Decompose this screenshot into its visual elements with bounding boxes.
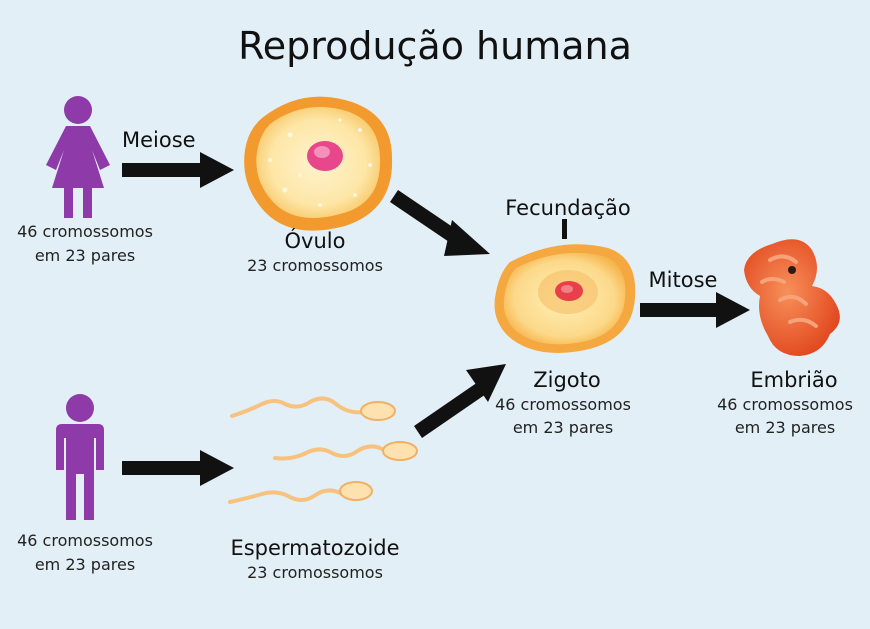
female-pairs: em 23 pares bbox=[34, 246, 136, 265]
zygote-name: Zigoto bbox=[533, 368, 601, 392]
mitose-arrow bbox=[640, 292, 750, 328]
embryo-name: Embrião bbox=[750, 368, 838, 392]
ovulo-name: Óvulo bbox=[284, 229, 346, 253]
ovum-icon bbox=[244, 96, 393, 231]
sperm-icon bbox=[230, 396, 396, 421]
male-person-icon bbox=[56, 394, 104, 520]
page-title: Reprodução humana bbox=[238, 24, 632, 68]
meiose-arrow bbox=[122, 152, 234, 188]
embryo-chromosomes: 46 cromossomos bbox=[717, 395, 853, 414]
sperm-icon bbox=[228, 481, 373, 504]
male-to-sperm-arrow bbox=[122, 450, 234, 486]
male-pairs: em 23 pares bbox=[34, 555, 136, 574]
sperm-name: Espermatozoide bbox=[230, 536, 400, 560]
fecundacao-label: Fecundação bbox=[505, 196, 631, 220]
ovulo-to-zygote-arrow bbox=[390, 190, 490, 256]
female-person-icon bbox=[46, 96, 110, 218]
female-chromosomes: 46 cromossomos bbox=[17, 222, 153, 241]
zygote-icon bbox=[494, 244, 636, 353]
zygote-pairs: em 23 pares bbox=[512, 418, 614, 437]
sperm-chromosomes: 23 cromossomos bbox=[247, 563, 383, 582]
ovulo-chromosomes: 23 cromossomos bbox=[247, 256, 383, 275]
sperm-to-zygote-arrow bbox=[414, 364, 506, 438]
sperm-icon bbox=[273, 441, 418, 461]
zygote-chromosomes: 46 cromossomos bbox=[495, 395, 631, 414]
embryo-icon bbox=[744, 239, 840, 356]
mitose-label: Mitose bbox=[648, 268, 718, 292]
male-chromosomes: 46 cromossomos bbox=[17, 531, 153, 550]
meiose-label: Meiose bbox=[122, 128, 196, 152]
fecundacao-marker bbox=[562, 219, 567, 239]
embryo-pairs: em 23 pares bbox=[734, 418, 836, 437]
